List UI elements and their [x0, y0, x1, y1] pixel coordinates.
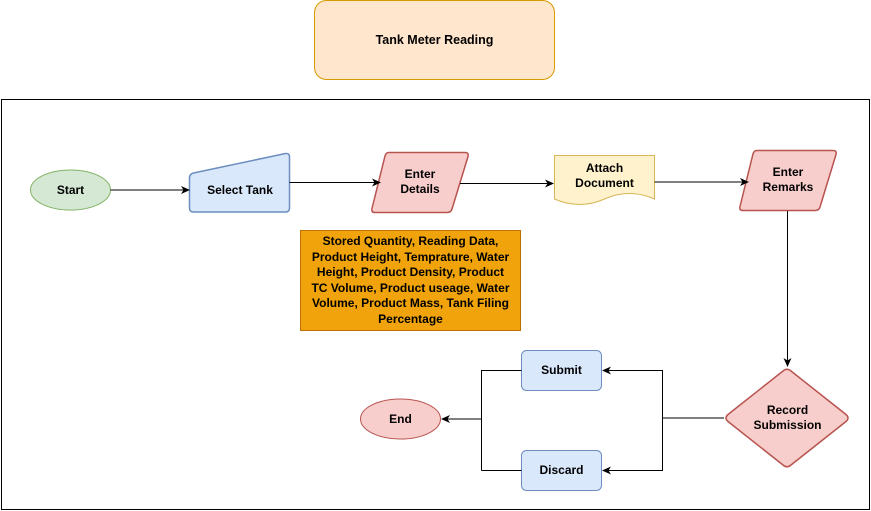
attach-document-node [554, 155, 655, 205]
enter-details-node [371, 151, 469, 214]
enter-remarks-label: Enter Remarks [762, 165, 814, 194]
connector-record-submit [602, 366, 724, 419]
details-note-box [300, 230, 521, 331]
start-label: Start [56, 182, 85, 197]
submit-label: Submit [541, 363, 582, 377]
enter-details-label: Enter Details [400, 167, 440, 196]
end-node [360, 398, 441, 440]
discard-label: Discard [539, 463, 584, 477]
select-tank-label: Select Tank [207, 182, 273, 197]
record-submission-node [725, 368, 849, 468]
record-submission-label: Record Submission [753, 403, 822, 432]
select-tank-node [188, 152, 291, 213]
end-label: End [389, 411, 412, 426]
connector-submit-end [441, 370, 522, 423]
title-box [314, 0, 555, 80]
connector-record-discard [602, 418, 663, 475]
attach-document-label: Attach Document [575, 161, 634, 190]
details-note-text: Stored Quantity, Reading Data, Product H… [311, 234, 510, 326]
enter-remarks-node [739, 149, 837, 212]
diagram-title: Tank Meter Reading [375, 32, 494, 47]
